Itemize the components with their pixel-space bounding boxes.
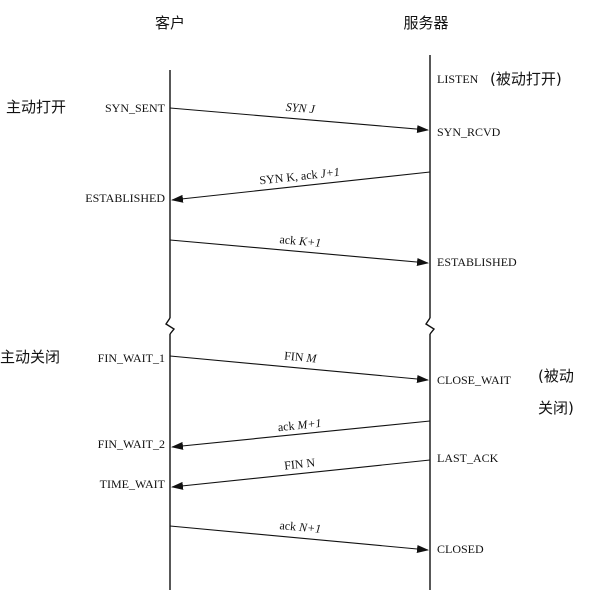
active-open-label: 主动打开 <box>6 98 66 116</box>
state-established-client: ESTABLISHED <box>85 191 165 205</box>
arrow-ack-m <box>171 420 431 450</box>
client-timeline <box>165 70 176 590</box>
state-time-wait: TIME_WAIT <box>100 477 166 491</box>
state-established-server: ESTABLISHED <box>437 255 517 269</box>
msg-syn-j: SYN J <box>285 100 316 116</box>
server-timeline <box>425 55 436 590</box>
passive-close-label-1: (被动 <box>538 367 574 385</box>
passive-open-label: (被动打开) <box>490 70 562 88</box>
arrow-syn <box>169 107 429 134</box>
server-header: 服务器 <box>403 14 448 32</box>
msg-syn-k-ack: SYN K, ack J+1 <box>259 165 341 188</box>
arrow-fin-n <box>171 459 431 490</box>
state-fin-wait-2: FIN_WAIT_2 <box>98 437 165 451</box>
arrow-ack <box>169 239 429 267</box>
arrow-syn-ack <box>171 171 431 203</box>
state-syn-sent: SYN_SENT <box>105 101 166 115</box>
state-closed: CLOSED <box>437 542 484 556</box>
msg-fin-n: FIN N <box>283 455 316 472</box>
state-fin-wait-1: FIN_WAIT_1 <box>98 351 165 365</box>
state-close-wait: CLOSE_WAIT <box>437 373 512 387</box>
state-last-ack: LAST_ACK <box>437 451 499 465</box>
active-close-label: 主动关闭 <box>0 348 60 366</box>
client-header: 客户 <box>155 14 185 32</box>
msg-fin-m: FIN M <box>284 349 318 366</box>
msg-ack-m: ack M+1 <box>277 416 322 434</box>
state-listen: LISTEN <box>437 72 479 86</box>
state-syn-rcvd: SYN_RCVD <box>437 125 501 139</box>
msg-ack-n: ack N+1 <box>279 518 322 536</box>
msg-ack-k: ack K+1 <box>279 232 322 250</box>
arrow-ack-n <box>169 525 429 553</box>
passive-close-label-2: 关闭) <box>538 399 574 417</box>
arrow-fin-m <box>169 355 429 383</box>
